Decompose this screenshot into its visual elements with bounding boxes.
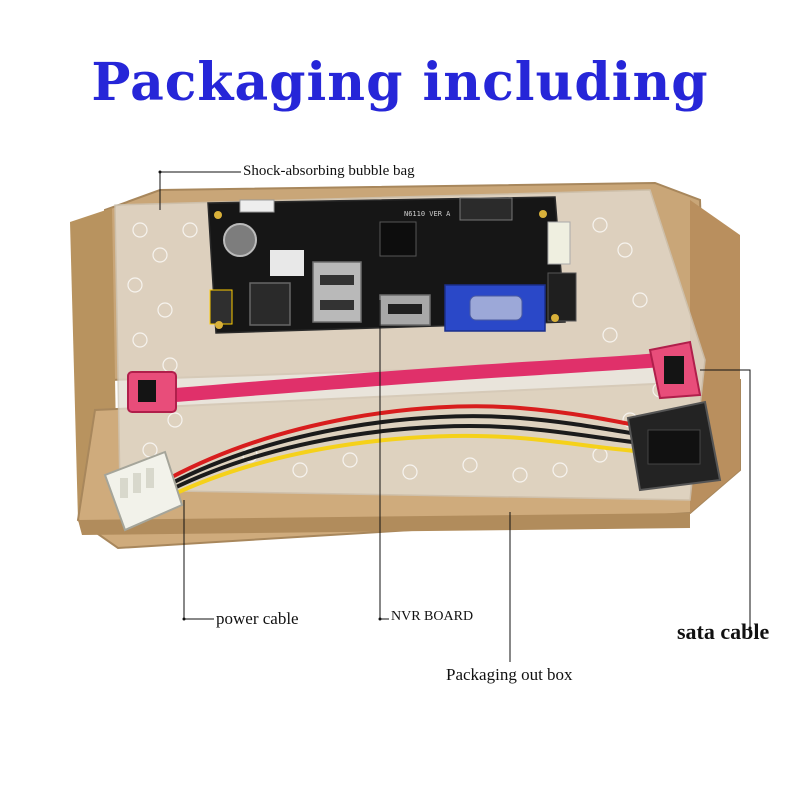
- leader-line-dots: [158, 170, 752, 630]
- power-cable: [103, 400, 722, 532]
- headline-title: Packaging including: [91, 52, 709, 113]
- leader-line-sata-cable: [700, 369, 751, 628]
- board-model-marking: N6110 VER A: [404, 210, 451, 218]
- label-sata-cable: sata cable: [677, 619, 770, 644]
- label-packaging-out-box: Packaging out box: [446, 665, 573, 684]
- label-bubble-bag: Shock-absorbing bubble bag: [243, 163, 415, 179]
- nvr-board: [207, 196, 577, 334]
- label-nvr-board: NVR BOARD: [391, 609, 474, 624]
- sata-cable: [127, 340, 702, 413]
- label-power-cable: power cable: [216, 609, 299, 628]
- bubble-texture: [127, 217, 668, 483]
